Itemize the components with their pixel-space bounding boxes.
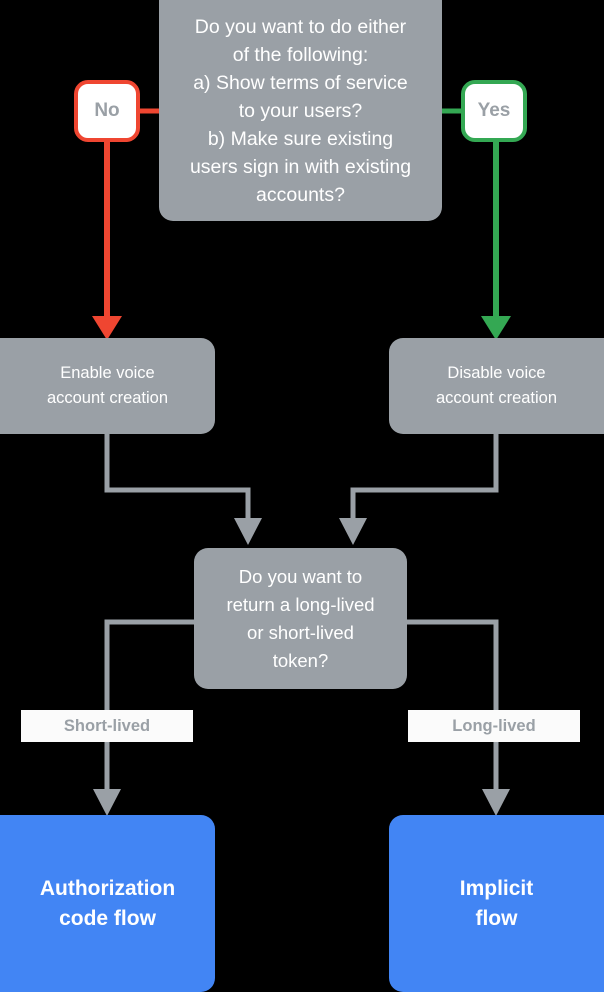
node-token-question: Do you want to return a long-lived or sh… bbox=[194, 548, 407, 689]
badge-yes-label: Yes bbox=[477, 100, 511, 121]
arrowhead-disable-voice-to-token-question bbox=[339, 518, 367, 545]
arrowhead-token-question-to-implicit-flow bbox=[482, 789, 510, 816]
edge-label-short-lived: Short-lived bbox=[21, 710, 193, 742]
badge-no-label: No bbox=[94, 100, 120, 121]
edge-label-long-lived-text: Long-lived bbox=[452, 716, 536, 735]
node-token-question-text: Do you want to return a long-lived or sh… bbox=[226, 565, 375, 671]
node-disable-voice-account-creation-text: Disable voice account creation bbox=[435, 364, 558, 407]
arrowhead-enable-voice-to-token-question bbox=[234, 518, 262, 545]
edge-label-long-lived: Long-lived bbox=[408, 710, 580, 742]
edge-token-question-to-implicit-flow bbox=[407, 619, 499, 793]
badge-no[interactable]: No bbox=[74, 80, 140, 142]
node-top-question-text: Do you want to do either of the followin… bbox=[189, 15, 412, 206]
arrowhead-yes-to-disable-voice bbox=[481, 316, 511, 340]
arrowhead-no-to-enable-voice bbox=[92, 316, 122, 340]
arrowhead-token-question-to-authorization-flow bbox=[93, 789, 121, 816]
node-enable-voice-account-creation-text: Enable voice account creation bbox=[46, 364, 169, 407]
node-implicit-flow: Implicit flow bbox=[389, 815, 604, 992]
node-top-question: Do you want to do either of the followin… bbox=[159, 0, 442, 221]
node-disable-voice-account-creation: Disable voice account creation bbox=[389, 338, 604, 434]
edge-disable-voice-to-token-question bbox=[350, 434, 499, 522]
node-authorization-code-flow-text: Authorization code flow bbox=[39, 876, 176, 930]
node-authorization-code-flow: Authorization code flow bbox=[0, 815, 215, 992]
edge-label-short-lived-text: Short-lived bbox=[63, 716, 151, 735]
node-implicit-flow-text: Implicit flow bbox=[459, 876, 534, 930]
node-enable-voice-account-creation: Enable voice account creation bbox=[0, 338, 215, 434]
edge-token-question-to-authorization-flow bbox=[104, 619, 194, 793]
edge-enable-voice-to-token-question bbox=[104, 434, 251, 522]
badge-yes[interactable]: Yes bbox=[461, 80, 527, 142]
